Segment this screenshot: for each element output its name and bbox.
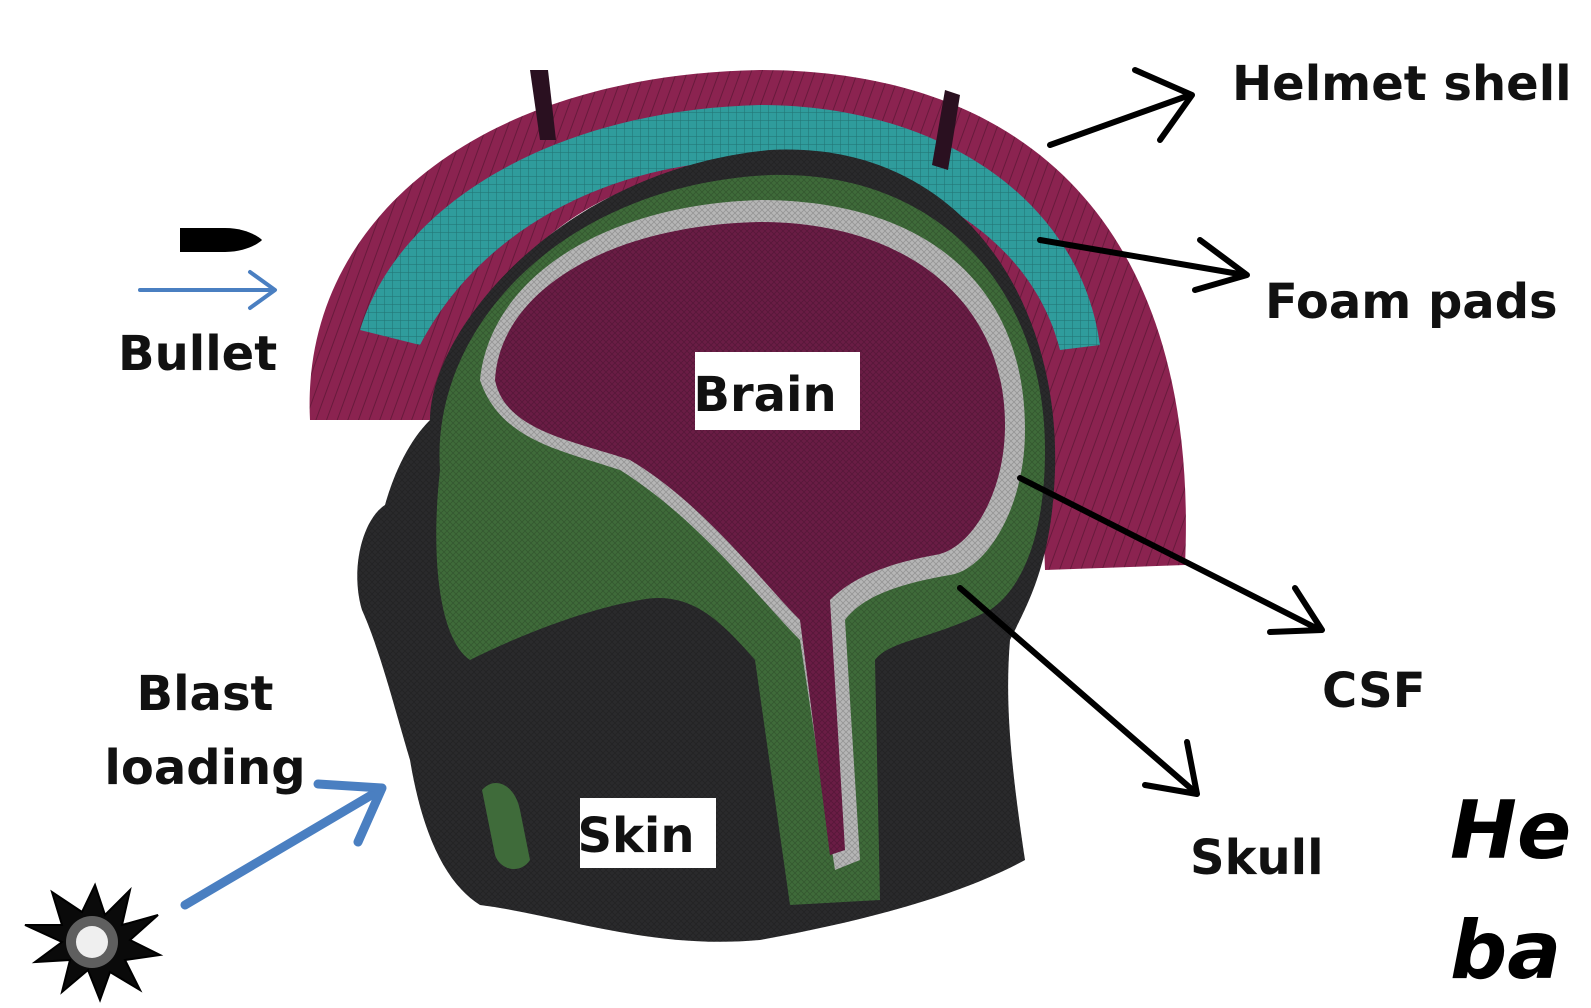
foam-pads-label: Foam pads: [1265, 274, 1558, 330]
helmet-shell-label: Helmet shell: [1232, 56, 1572, 112]
blast-loading-label-line1: Blast: [137, 666, 274, 722]
explosion-icon: [25, 885, 160, 1000]
caption-line2: ba: [1450, 904, 1561, 997]
skull-label: Skull: [1190, 830, 1324, 886]
csf-label: CSF: [1322, 663, 1425, 719]
blast-loading-label-line2: loading: [104, 740, 305, 796]
blast-direction-arrow: [185, 790, 380, 905]
brain-label: Brain: [693, 367, 836, 423]
bullet-label: Bullet: [118, 326, 277, 382]
caption-line1: He: [1450, 784, 1571, 877]
helmet-shell-arrow: [1050, 95, 1190, 145]
skin-label: Skin: [577, 808, 694, 864]
bullet-icon: [180, 228, 262, 252]
